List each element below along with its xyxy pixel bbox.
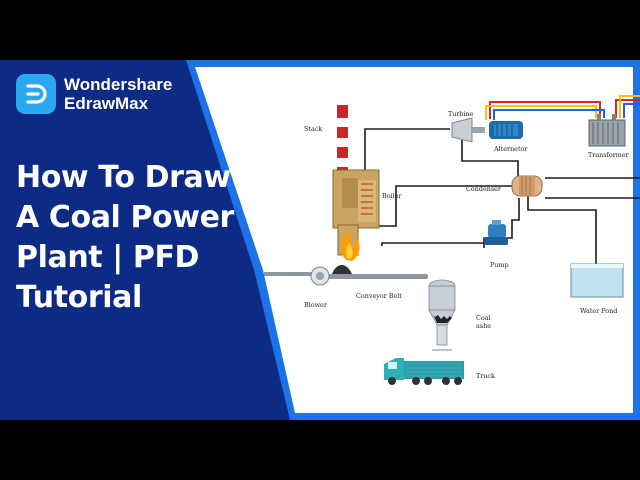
headline: How To Draw A Coal Power Plant | PFD Tut… — [16, 158, 276, 318]
label-alternator: Alternetor — [493, 145, 528, 153]
edrawmax-logo-icon — [16, 74, 56, 114]
label-conveyor-belt: Conveyor Belt — [356, 292, 402, 300]
panel-canvas — [195, 67, 633, 413]
boiler-icon — [332, 169, 380, 261]
headline-line3: Plant | PFD — [16, 240, 200, 275]
brand: Wondershare EdrawMax — [16, 74, 172, 114]
power-line-out-yellow — [619, 95, 640, 118]
brand-line1: Wondershare — [64, 75, 173, 94]
power-line-out-blue — [623, 103, 640, 118]
power-line-yellow — [485, 105, 597, 120]
brand-line2: EdrawMax — [64, 94, 149, 113]
label-boiler: Boiler — [382, 192, 402, 200]
condenser-icon — [511, 175, 543, 197]
alternator-icon — [489, 121, 523, 139]
turbine-icon — [451, 117, 485, 143]
thumbnail-frame: Stack Turbine Alternetor Transformer Boi… — [0, 60, 640, 420]
label-truck: Truck — [476, 372, 495, 380]
label-coal-ashe-1: Coal — [476, 314, 491, 322]
conveyor-belt-icon — [264, 264, 428, 279]
pipe-pump-boiler — [381, 242, 484, 246]
power-line-blue — [493, 109, 605, 120]
stack-icon — [337, 105, 348, 171]
pipe-water-pond — [527, 196, 597, 264]
label-stack: Stack — [304, 125, 322, 133]
label-water-pond: Water Pond — [580, 307, 617, 315]
power-line-out-red — [615, 99, 640, 118]
pipes — [364, 128, 640, 264]
headline-line4: Tutorial — [16, 280, 142, 315]
diagram-panel: Stack Turbine Alternetor Transformer Boi… — [186, 60, 640, 420]
label-blower: Blower — [304, 301, 328, 309]
pump-icon — [484, 220, 508, 245]
water-pond-icon — [570, 263, 624, 298]
brand-name: Wondershare EdrawMax — [64, 75, 172, 113]
label-condenser: Condenser — [466, 185, 502, 193]
label-transformer: Transformer — [588, 151, 630, 159]
label-pump: Pump — [490, 261, 509, 269]
coal-ash-hopper-icon — [428, 279, 456, 351]
headline-line2: A Coal Power — [16, 200, 234, 235]
headline-line1: How To Draw — [16, 160, 231, 195]
pipe-turbine-condenser — [461, 140, 519, 177]
label-turbine: Turbine — [448, 110, 474, 118]
transformer-icon — [588, 114, 626, 147]
pipe-condenser-boiler — [378, 185, 512, 227]
power-lines — [485, 95, 640, 120]
label-coal-ashe-2: ashe — [476, 322, 491, 330]
truck-icon — [384, 358, 464, 385]
blower-icon — [310, 266, 330, 286]
